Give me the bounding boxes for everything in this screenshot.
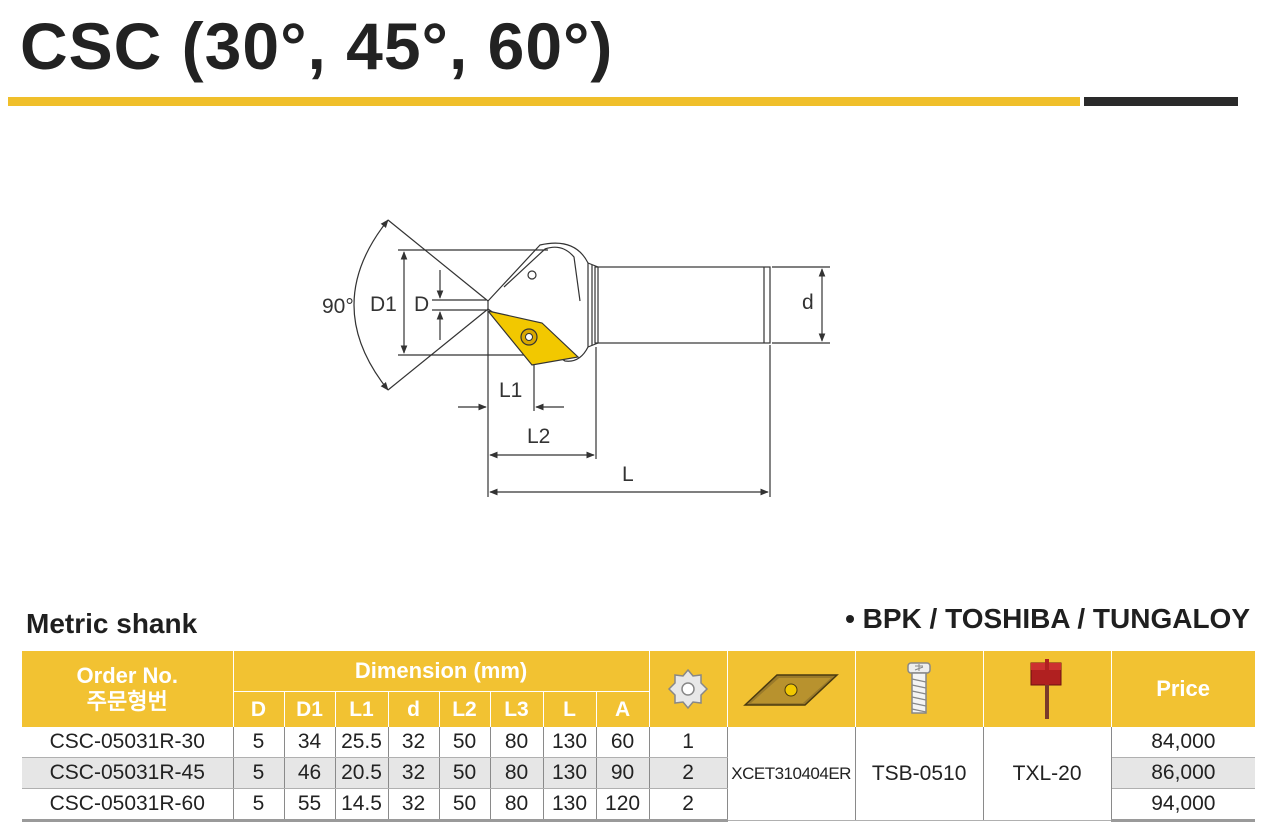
dim-col-d: d bbox=[388, 691, 440, 727]
order-no-header: Order No. 주문형번 bbox=[22, 651, 234, 727]
dim-col-L1: L1 bbox=[335, 691, 389, 727]
dim-cell: 80 bbox=[490, 727, 544, 758]
dim-cell: 50 bbox=[439, 727, 491, 758]
section-title: Metric shank bbox=[26, 608, 198, 639]
price-header: Price bbox=[1111, 651, 1256, 727]
wrench-cell: TXL-20 bbox=[983, 727, 1112, 821]
table-row: CSC-05031R-45 5 46 20.5 32 50 80 130 90 … bbox=[22, 757, 1256, 789]
dim-col-D1: D1 bbox=[284, 691, 336, 727]
flutes-icon bbox=[649, 651, 728, 727]
dim-cell: 55 bbox=[284, 788, 336, 822]
dim-col-L3: L3 bbox=[490, 691, 544, 727]
dim-col-D: D bbox=[233, 691, 285, 727]
price-cell: 84,000 bbox=[1111, 727, 1256, 758]
dim-cell: 46 bbox=[284, 757, 336, 789]
brand-list: • BPK / TOSHIBA / TUNGALOY bbox=[845, 603, 1250, 634]
d1-label: D1 bbox=[370, 293, 397, 316]
dimension-header: Dimension (mm) bbox=[233, 651, 650, 692]
dim-cell: 34 bbox=[284, 727, 336, 758]
dim-cell: 50 bbox=[439, 757, 491, 789]
dim-cell: 32 bbox=[388, 757, 440, 789]
dim-cell: 120 bbox=[596, 788, 650, 822]
dim-cell: 25.5 bbox=[335, 727, 389, 758]
table-row: CSC-05031R-30 5 34 25.5 32 50 80 130 60 … bbox=[22, 727, 1256, 821]
page-title: CSC (30°, 45°, 60°) bbox=[20, 9, 614, 83]
flutes-cell: 2 bbox=[649, 757, 728, 789]
dim-col-L2: L2 bbox=[439, 691, 491, 727]
l2-label: L2 bbox=[527, 425, 550, 448]
dim-cell: 130 bbox=[543, 757, 597, 789]
shank-d-label: d bbox=[802, 291, 814, 314]
dim-cell: 5 bbox=[233, 788, 285, 822]
dim-cell: 130 bbox=[543, 727, 597, 758]
dim-cell: 32 bbox=[388, 788, 440, 822]
dim-cell: 90 bbox=[596, 757, 650, 789]
dim-cell: 5 bbox=[233, 757, 285, 789]
d-label: D bbox=[414, 293, 429, 316]
title-underline-yellow bbox=[8, 97, 1080, 106]
screw-icon bbox=[855, 651, 984, 727]
dim-cell: 32 bbox=[388, 727, 440, 758]
spec-table: Order No. 주문형번 Dimension (mm) bbox=[22, 651, 1256, 822]
order-no-cell: CSC-05031R-45 bbox=[22, 757, 234, 789]
dim-cell: 80 bbox=[490, 757, 544, 789]
dim-cell: 5 bbox=[233, 727, 285, 758]
order-no-cell: CSC-05031R-30 bbox=[22, 727, 234, 758]
dim-col-A: A bbox=[596, 691, 650, 727]
dim-cell: 20.5 bbox=[335, 757, 389, 789]
table-row: CSC-05031R-60 5 55 14.5 32 50 80 130 120… bbox=[22, 788, 1256, 822]
price-cell: 86,000 bbox=[1111, 757, 1256, 789]
screw-cell: TSB-0510 bbox=[855, 727, 984, 821]
dim-cell: 80 bbox=[490, 788, 544, 822]
wrench-icon bbox=[983, 651, 1112, 727]
l1-label: L1 bbox=[499, 379, 522, 402]
flutes-cell: 2 bbox=[649, 788, 728, 822]
order-no-cell: CSC-05031R-60 bbox=[22, 788, 234, 822]
flutes-cell: 1 bbox=[649, 727, 728, 758]
insert-cell: XCET310404ER bbox=[727, 727, 856, 821]
price-cell: 94,000 bbox=[1111, 788, 1256, 822]
dim-cell: 60 bbox=[596, 727, 650, 758]
tool-drawing: 90° D1 D d L1 L2 L bbox=[322, 219, 830, 497]
dim-cell: 50 bbox=[439, 788, 491, 822]
dim-cell: 130 bbox=[543, 788, 597, 822]
dim-col-L: L bbox=[543, 691, 597, 727]
l-label: L bbox=[622, 463, 634, 486]
dim-cell: 14.5 bbox=[335, 788, 389, 822]
title-underline-dark bbox=[1084, 97, 1238, 106]
insert-icon bbox=[727, 651, 856, 727]
angle-label: 90° bbox=[322, 295, 354, 318]
